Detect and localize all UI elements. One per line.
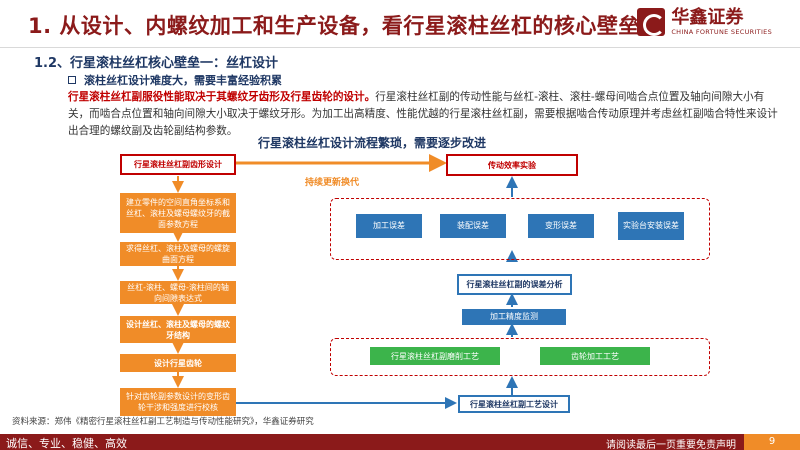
company-logo: 华鑫证券 CHINA FORTUNE SECURITIES (637, 8, 772, 36)
craft-group (330, 338, 710, 376)
disclaimer-link[interactable]: 请阅读最后一页重要免责声明 (606, 440, 736, 450)
craft-grinding: 行星滚柱丝杠副磨削工艺 (370, 347, 500, 365)
footer-bar: 诚信、专业、稳健、高效 请阅读最后一页重要免责声明 9 (0, 434, 800, 450)
loop-label: 持续更新换代 (305, 178, 360, 188)
flow-right-process: 行星滚柱丝杠副工艺设计 (458, 395, 570, 413)
flow-right-monitor: 加工精度监测 (462, 309, 566, 325)
title-bar: 1. 从设计、内螺纹加工和生产设备，看行星滚柱丝杠的核心壁垒 华鑫证券 CHIN… (0, 0, 800, 48)
paragraph-text: 行星滚柱丝杠副的传动性能与丝杠-滚柱、滚柱-螺母间啮合点位置及轴向间隙大小有关，… (68, 91, 778, 137)
logo-icon (637, 8, 666, 36)
flow-left-step6: 针对齿轮副参数设计的变形齿轮干涉和强度进行校核 (120, 388, 236, 416)
flow-right-analysis: 行星滚柱丝杠副的误差分析 (457, 274, 572, 295)
footer-slogan: 诚信、专业、稳健、高效 (6, 437, 127, 450)
page-number: 9 (744, 434, 800, 450)
flow-right-top: 传动效率实验 (446, 154, 578, 176)
error-assembly: 装配误差 (440, 214, 506, 238)
body-paragraph: 行星滚柱丝杠副服役性能取决于其螺纹牙齿形及行星齿轮的设计。行星滚柱丝杠副的传动性… (68, 89, 780, 140)
craft-gear: 齿轮加工工艺 (540, 347, 650, 365)
bullet-text: 滚柱丝杠设计难度大，需要丰富经验积累 (84, 74, 282, 87)
flow-left-step3: 丝杠-滚柱、螺母-滚柱间的轴向间隙表达式 (120, 281, 236, 304)
source-note: 资料来源：郑伟《精密行星滚柱丝杠副工艺制造与传动性能研究》，华鑫证券研究 (12, 417, 314, 427)
logo-text-cn: 华鑫证券 (671, 7, 744, 28)
error-testbench: 实验台安装误差 (618, 212, 684, 240)
flow-left-step4: 设计丝杠、滚柱及螺母的螺纹牙结构 (120, 316, 236, 343)
flow-left-step2: 求得丝杠、滚柱及螺母的螺旋曲面方程 (120, 242, 236, 266)
error-deformation: 变形误差 (528, 214, 594, 238)
square-bullet-icon (68, 76, 76, 84)
error-processing: 加工误差 (356, 214, 422, 238)
paragraph-highlight: 行星滚柱丝杠副服役性能取决于其螺纹牙齿形及行星齿轮的设计。 (68, 91, 376, 103)
section-heading: 1.2、行星滚柱丝杠核心壁垒一：丝杠设计 (34, 56, 279, 71)
logo-text-en: CHINA FORTUNE SECURITIES (671, 28, 772, 36)
flow-title: 行星滚柱丝杠设计流程繁琐，需要逐步改进 (258, 136, 487, 150)
error-group (330, 198, 710, 260)
flow-left-step5: 设计行星齿轮 (120, 354, 236, 372)
bullet-point: 滚柱丝杠设计难度大，需要丰富经验积累 (68, 72, 282, 88)
page-title: 1. 从设计、内螺纹加工和生产设备，看行星滚柱丝杠的核心壁垒 (28, 14, 640, 38)
flow-left-head: 行星滚柱丝杠副齿形设计 (120, 154, 236, 175)
flow-left-step1: 建立零件的空间直角坐标系和丝杠、滚柱及螺母螺纹牙的截面参数方程 (120, 193, 236, 233)
